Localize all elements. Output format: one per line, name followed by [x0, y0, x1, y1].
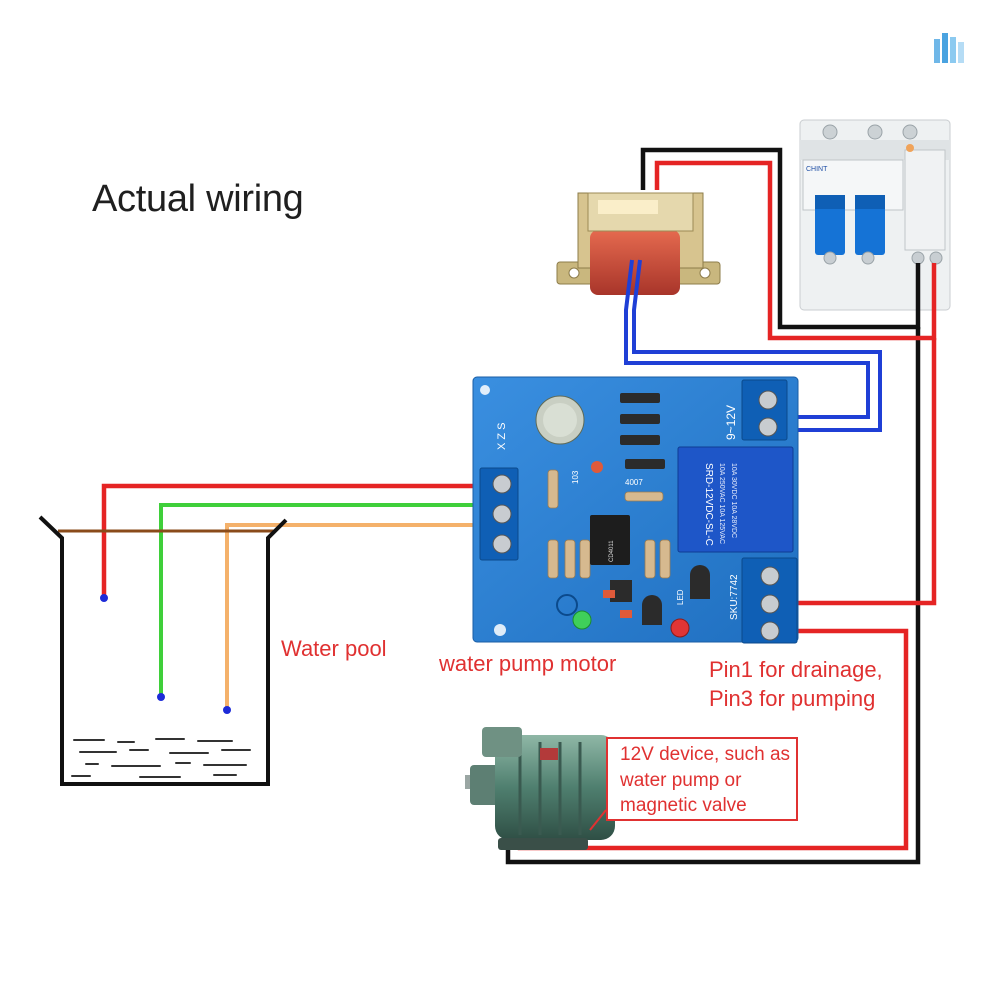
device-callout: 12V device, such as water pump or magnet…: [606, 737, 798, 821]
sku-marking: SKU:7742: [729, 574, 740, 620]
page-title: Actual wiring: [92, 178, 304, 220]
led-marking: LED: [676, 589, 685, 605]
orange-wire: [225, 523, 473, 709]
diode-marking: 4007: [625, 478, 643, 487]
pin1-label: Pin1 for drainage,: [709, 657, 883, 682]
water-pump-motor-label: water pump motor: [439, 651, 617, 676]
pin-description: Pin1 for drainage, Pin3 for pumping: [709, 655, 883, 713]
device-note: 12V device, such as water pump or magnet…: [620, 744, 791, 816]
callout-pointer: [589, 809, 607, 831]
probe-orange-tip: [223, 706, 231, 714]
chip-marking: CD4011: [609, 540, 615, 562]
probe-green-tip: [157, 693, 165, 701]
water-pool-label: Water pool: [281, 636, 387, 661]
relay-rating-2: 10A 30VDC 10A 28VDC: [730, 463, 737, 538]
probe-red-tip: [100, 594, 108, 602]
voltage-marking: 9~12V: [724, 405, 738, 440]
probe-marking: X Z S: [496, 422, 508, 450]
blue-wires: [624, 259, 882, 432]
pin3-label: Pin3 for pumping: [709, 686, 876, 711]
breaker-brand: CHINT: [806, 166, 828, 173]
pump-motor: [465, 727, 615, 850]
control-board: X Z S 4007 103 CD4011: [472, 376, 799, 644]
circuit-breaker: CHINT: [799, 119, 951, 311]
relay-marking: SRD-12VDC-SL-C: [703, 463, 714, 546]
relay-rating-1: 10A 250VAC 10A 125VAC: [718, 463, 725, 544]
green-wire: [159, 503, 473, 695]
water-pool-beaker: [38, 515, 288, 786]
brand-logo: [934, 33, 964, 63]
cap-marking: 103: [571, 470, 580, 484]
